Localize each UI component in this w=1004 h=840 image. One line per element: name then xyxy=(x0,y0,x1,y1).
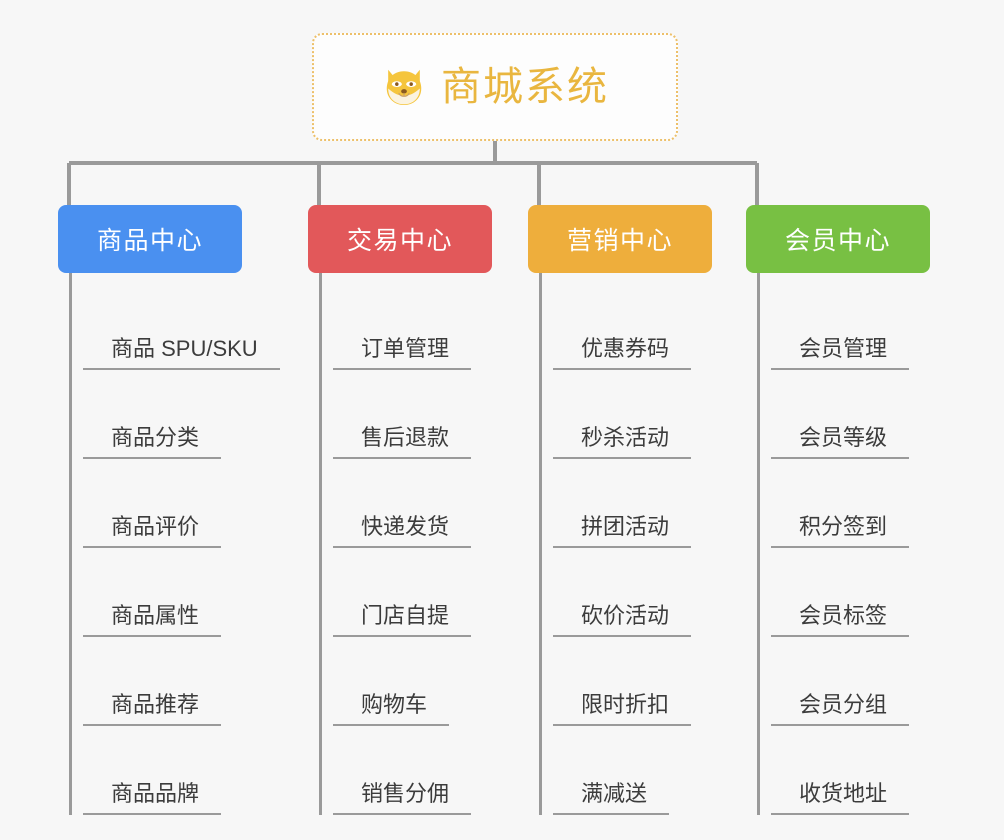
leaf-item[interactable]: 砍价活动 xyxy=(553,548,712,637)
leaf-item-label: 优惠券码 xyxy=(553,335,692,370)
branch-label: 商品中心 xyxy=(96,227,203,255)
branch-label: 营销中心 xyxy=(566,227,673,255)
leaf-item[interactable]: 商品 SPU/SKU xyxy=(83,281,280,370)
leaf-item[interactable]: 商品属性 xyxy=(83,548,242,637)
branch-item-list: 订单管理售后退款快递发货门店自提购物车销售分佣 xyxy=(319,273,492,815)
leaf-item[interactable]: 秒杀活动 xyxy=(553,370,712,459)
branch-header-button[interactable]: 会员中心 xyxy=(746,205,930,273)
leaf-item[interactable]: 订单管理 xyxy=(333,281,492,370)
leaf-item-label: 会员等级 xyxy=(771,424,910,459)
branch-1: 商品中心商品 SPU/SKU 商品分类商品评价商品属性商品推荐商品品牌 xyxy=(58,205,280,815)
branch-item-list: 商品 SPU/SKU 商品分类商品评价商品属性商品推荐商品品牌 xyxy=(69,273,280,815)
leaf-item[interactable]: 优惠券码 xyxy=(553,281,712,370)
leaf-item-label: 商品推荐 xyxy=(83,691,222,726)
leaf-item[interactable]: 快递发货 xyxy=(333,459,492,548)
leaf-item-label: 售后退款 xyxy=(333,424,472,459)
leaf-item-label: 门店自提 xyxy=(333,602,472,637)
leaf-item[interactable]: 会员标签 xyxy=(771,548,930,637)
leaf-item[interactable]: 购物车 xyxy=(333,637,492,726)
leaf-item[interactable]: 拼团活动 xyxy=(553,459,712,548)
leaf-item-label: 限时折扣 xyxy=(553,691,692,726)
leaf-item-label: 会员管理 xyxy=(771,335,910,370)
leaf-item-label: 秒杀活动 xyxy=(553,424,692,459)
leaf-item-label: 购物车 xyxy=(333,691,450,726)
leaf-item-label: 商品 SPU/SKU xyxy=(83,335,280,370)
branch-2: 交易中心订单管理售后退款快递发货门店自提购物车销售分佣 xyxy=(308,205,492,815)
branch-item-list: 优惠券码秒杀活动拼团活动砍价活动限时折扣满减送 xyxy=(539,273,712,815)
leaf-item-label: 收货地址 xyxy=(771,780,910,815)
leaf-item[interactable]: 销售分佣 xyxy=(333,726,492,815)
branch-header-button[interactable]: 交易中心 xyxy=(308,205,492,273)
leaf-item-label: 销售分佣 xyxy=(333,780,472,815)
leaf-item-label: 商品评价 xyxy=(83,513,222,548)
leaf-item-label: 快递发货 xyxy=(333,513,472,548)
leaf-item-label: 积分签到 xyxy=(771,513,910,548)
leaf-item-label: 商品分类 xyxy=(83,424,222,459)
leaf-item[interactable]: 收货地址 xyxy=(771,726,930,815)
leaf-item[interactable]: 满减送 xyxy=(553,726,712,815)
leaf-item[interactable]: 商品分类 xyxy=(83,370,242,459)
leaf-item[interactable]: 会员管理 xyxy=(771,281,930,370)
leaf-item-label: 订单管理 xyxy=(333,335,472,370)
branch-4: 会员中心会员管理会员等级积分签到会员标签会员分组收货地址 xyxy=(746,205,930,815)
leaf-item-label: 砍价活动 xyxy=(553,602,692,637)
leaf-item-label: 拼团活动 xyxy=(553,513,692,548)
leaf-item[interactable]: 售后退款 xyxy=(333,370,492,459)
leaf-item[interactable]: 限时折扣 xyxy=(553,637,712,726)
root-title: 商城系统 xyxy=(441,65,609,109)
branch-label: 会员中心 xyxy=(784,227,891,255)
leaf-item[interactable]: 会员分组 xyxy=(771,637,930,726)
branch-header-button[interactable]: 商品中心 xyxy=(58,205,242,273)
leaf-item-label: 会员标签 xyxy=(771,602,910,637)
leaf-item[interactable]: 积分签到 xyxy=(771,459,930,548)
branch-item-list: 会员管理会员等级积分签到会员标签会员分组收货地址 xyxy=(757,273,930,815)
branch-label: 交易中心 xyxy=(346,227,453,255)
root-node[interactable]: 商城系统 xyxy=(312,33,678,141)
leaf-item[interactable]: 门店自提 xyxy=(333,548,492,637)
shiba-dog-icon xyxy=(381,64,427,110)
leaf-item-label: 会员分组 xyxy=(771,691,910,726)
leaf-item[interactable]: 会员等级 xyxy=(771,370,930,459)
leaf-item-label: 商品品牌 xyxy=(83,780,222,815)
leaf-item[interactable]: 商品评价 xyxy=(83,459,242,548)
leaf-item[interactable]: 商品品牌 xyxy=(83,726,242,815)
branch-header-button[interactable]: 营销中心 xyxy=(528,205,712,273)
leaf-item-label: 商品属性 xyxy=(83,602,222,637)
leaf-item[interactable]: 商品推荐 xyxy=(83,637,242,726)
leaf-item-label: 满减送 xyxy=(553,780,670,815)
connector-path xyxy=(67,141,759,205)
branch-3: 营销中心优惠券码秒杀活动拼团活动砍价活动限时折扣满减送 xyxy=(528,205,712,815)
